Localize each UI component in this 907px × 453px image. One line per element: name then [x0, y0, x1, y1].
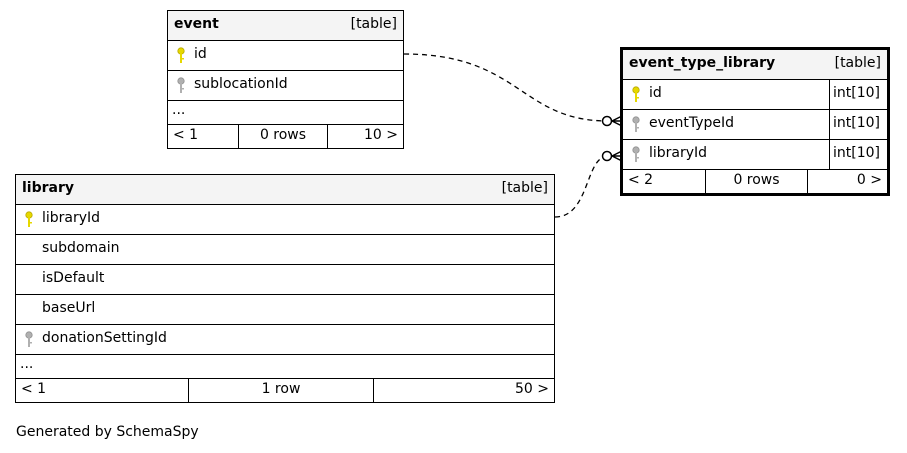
- table-name[interactable]: event: [174, 16, 219, 32]
- table-kind: [table]: [834, 55, 881, 71]
- column-name: id: [649, 85, 662, 101]
- table-header: event [table]: [168, 11, 403, 41]
- foreign-key-icon: [25, 331, 33, 347]
- column-name: sublocationId: [194, 76, 288, 92]
- column-name: eventTypeId: [649, 115, 735, 131]
- table-library[interactable]: library [table] libraryId subdomain isDe…: [15, 174, 555, 403]
- footer-children[interactable]: 50 >: [515, 381, 549, 397]
- column-row[interactable]: subdomain: [16, 235, 554, 265]
- generated-by-label: Generated by SchemaSpy: [16, 424, 199, 440]
- relationship-library-to-event-type-library: [554, 155, 609, 218]
- column-name: isDefault: [42, 270, 105, 286]
- table-event[interactable]: event [table] id sublocationId ... < 1 0…: [167, 10, 404, 149]
- column-type: int[10]: [829, 110, 887, 139]
- column-type: int[10]: [829, 80, 887, 109]
- table-name[interactable]: library: [22, 180, 75, 196]
- foreign-key-icon: [632, 116, 640, 132]
- column-name: libraryId: [42, 210, 101, 226]
- footer-parents[interactable]: < 2: [628, 172, 654, 188]
- table-kind: [table]: [350, 16, 397, 32]
- column-name: subdomain: [42, 240, 120, 256]
- footer-parents[interactable]: < 1: [173, 127, 199, 143]
- column-name: libraryId: [649, 145, 708, 161]
- table-header: library [table]: [16, 175, 554, 205]
- more-columns: ...: [16, 355, 554, 379]
- column-row[interactable]: eventTypeId int[10]: [623, 110, 887, 140]
- column-row[interactable]: id int[10]: [623, 80, 887, 110]
- column-row[interactable]: libraryId int[10]: [623, 140, 887, 170]
- column-row[interactable]: id: [168, 41, 403, 71]
- table-footer: < 1 0 rows 10 >: [168, 125, 403, 148]
- column-name: id: [194, 46, 207, 62]
- column-name: donationSettingId: [42, 330, 167, 346]
- table-header: event_type_library [table]: [623, 50, 887, 80]
- footer-rows: 1 row: [188, 379, 374, 402]
- footer-children[interactable]: 10 >: [364, 127, 398, 143]
- table-footer: < 2 0 rows 0 >: [623, 170, 887, 193]
- table-footer: < 1 1 row 50 >: [16, 379, 554, 402]
- table-kind: [table]: [501, 180, 548, 196]
- foreign-key-icon: [632, 146, 640, 162]
- relationship-end-circle: [601, 115, 613, 127]
- primary-key-icon: [25, 211, 33, 227]
- footer-parents[interactable]: < 1: [21, 381, 47, 397]
- column-row[interactable]: baseUrl: [16, 295, 554, 325]
- footer-rows: 0 rows: [238, 125, 328, 148]
- primary-key-icon: [177, 47, 185, 63]
- relationship-end-circle: [601, 150, 613, 162]
- footer-children[interactable]: 0 >: [856, 172, 882, 188]
- relationship-event-to-event-type-library: [403, 53, 609, 122]
- table-name[interactable]: event_type_library: [629, 55, 776, 71]
- footer-rows: 0 rows: [705, 170, 808, 193]
- foreign-key-icon: [177, 77, 185, 93]
- column-row[interactable]: sublocationId: [168, 71, 403, 101]
- table-event-type-library[interactable]: event_type_library [table] id int[10] ev…: [620, 47, 890, 196]
- column-row[interactable]: donationSettingId: [16, 325, 554, 355]
- primary-key-icon: [632, 86, 640, 102]
- column-row[interactable]: isDefault: [16, 265, 554, 295]
- more-columns: ...: [168, 101, 403, 125]
- column-row[interactable]: libraryId: [16, 205, 554, 235]
- column-type: int[10]: [829, 140, 887, 169]
- column-name: baseUrl: [42, 300, 96, 316]
